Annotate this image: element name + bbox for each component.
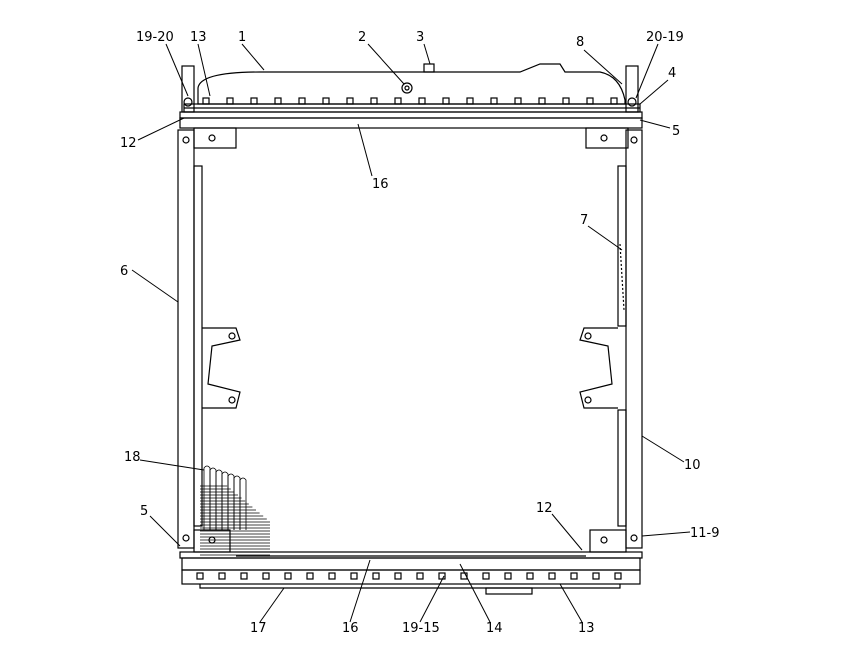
callout-10: 10 — [684, 458, 701, 473]
callout-20-19: 20-19 — [646, 30, 684, 45]
tank-bolt — [482, 572, 490, 580]
left-side-panel — [177, 129, 241, 549]
tank-bolt — [538, 97, 546, 105]
tank-bolt — [306, 572, 314, 580]
tank-bolt — [442, 97, 450, 105]
tank-bolt — [346, 97, 354, 105]
tank-bolt — [570, 572, 578, 580]
tank-bolt — [592, 572, 600, 580]
core-fin-detail — [200, 465, 270, 556]
fin-tube — [215, 469, 223, 530]
tank-bolt — [196, 572, 204, 580]
tank-bolt — [548, 572, 556, 580]
tank-bolt — [328, 572, 336, 580]
tank-bolt — [370, 97, 378, 105]
tank-bolt — [562, 97, 570, 105]
callout-12-bottom: 12 — [536, 501, 553, 516]
callout-16-bottom: 16 — [342, 621, 359, 636]
top-tank — [183, 63, 641, 113]
tank-bolt — [586, 97, 594, 105]
callout-5-right: 5 — [672, 124, 680, 139]
tank-bolt — [372, 572, 380, 580]
fin-tube — [209, 467, 217, 530]
callout-13-bottom: 13 — [578, 621, 595, 636]
tank-bolt — [460, 572, 468, 580]
callout-4: 4 — [668, 66, 676, 81]
leader-lines — [131, 43, 691, 623]
callout-16-top: 16 — [372, 177, 389, 192]
tank-bolt — [284, 572, 292, 580]
callout-7: 7 — [580, 213, 588, 228]
fin-tube — [221, 471, 229, 530]
fin-tube — [233, 475, 241, 530]
tank-bolt — [218, 572, 226, 580]
tank-bolt — [514, 97, 522, 105]
callout-13-top: 13 — [190, 30, 207, 45]
tank-bolt — [438, 572, 446, 580]
tank-bolt — [298, 97, 306, 105]
tank-bolt — [394, 572, 402, 580]
callout-6: 6 — [120, 264, 128, 279]
tank-bolt — [262, 572, 270, 580]
tank-bolt — [240, 572, 248, 580]
tank-bolt — [202, 97, 210, 105]
fin-tube — [239, 477, 247, 530]
bottom-tank — [181, 557, 641, 595]
tank-bolt — [526, 572, 534, 580]
callout-19-15: 19-15 — [402, 621, 440, 636]
callout-8: 8 — [576, 35, 584, 50]
tank-bolt — [418, 97, 426, 105]
callout-11-9: 11-9 — [690, 526, 720, 541]
right-side-panel — [579, 129, 643, 549]
tank-bolt — [322, 97, 330, 105]
callout-1: 1 — [238, 30, 246, 45]
tank-bolt — [610, 97, 618, 105]
tank-bolt — [350, 572, 358, 580]
tank-bolt — [416, 572, 424, 580]
callout-19-20: 19-20 — [136, 30, 174, 45]
callout-3: 3 — [416, 30, 424, 45]
callout-labels: 19-20 13 1 2 3 8 20-19 4 12 5 16 7 6 10 … — [120, 30, 720, 636]
tank-bolt — [490, 97, 498, 105]
tank-bolt — [250, 97, 258, 105]
top-flange — [179, 65, 643, 149]
fin-tube — [227, 473, 235, 530]
fin-tube — [203, 465, 211, 530]
callout-18: 18 — [124, 450, 141, 465]
callout-2: 2 — [358, 30, 366, 45]
tank-bolt — [614, 572, 622, 580]
tank-bolt — [274, 97, 282, 105]
tank-bolt — [504, 572, 512, 580]
tank-bolt — [226, 97, 234, 105]
callout-14: 14 — [486, 621, 503, 636]
callout-12-top: 12 — [120, 136, 137, 151]
callout-5-left: 5 — [140, 504, 148, 519]
callout-17: 17 — [250, 621, 267, 636]
tank-bolt — [394, 97, 402, 105]
tank-bolt — [466, 97, 474, 105]
